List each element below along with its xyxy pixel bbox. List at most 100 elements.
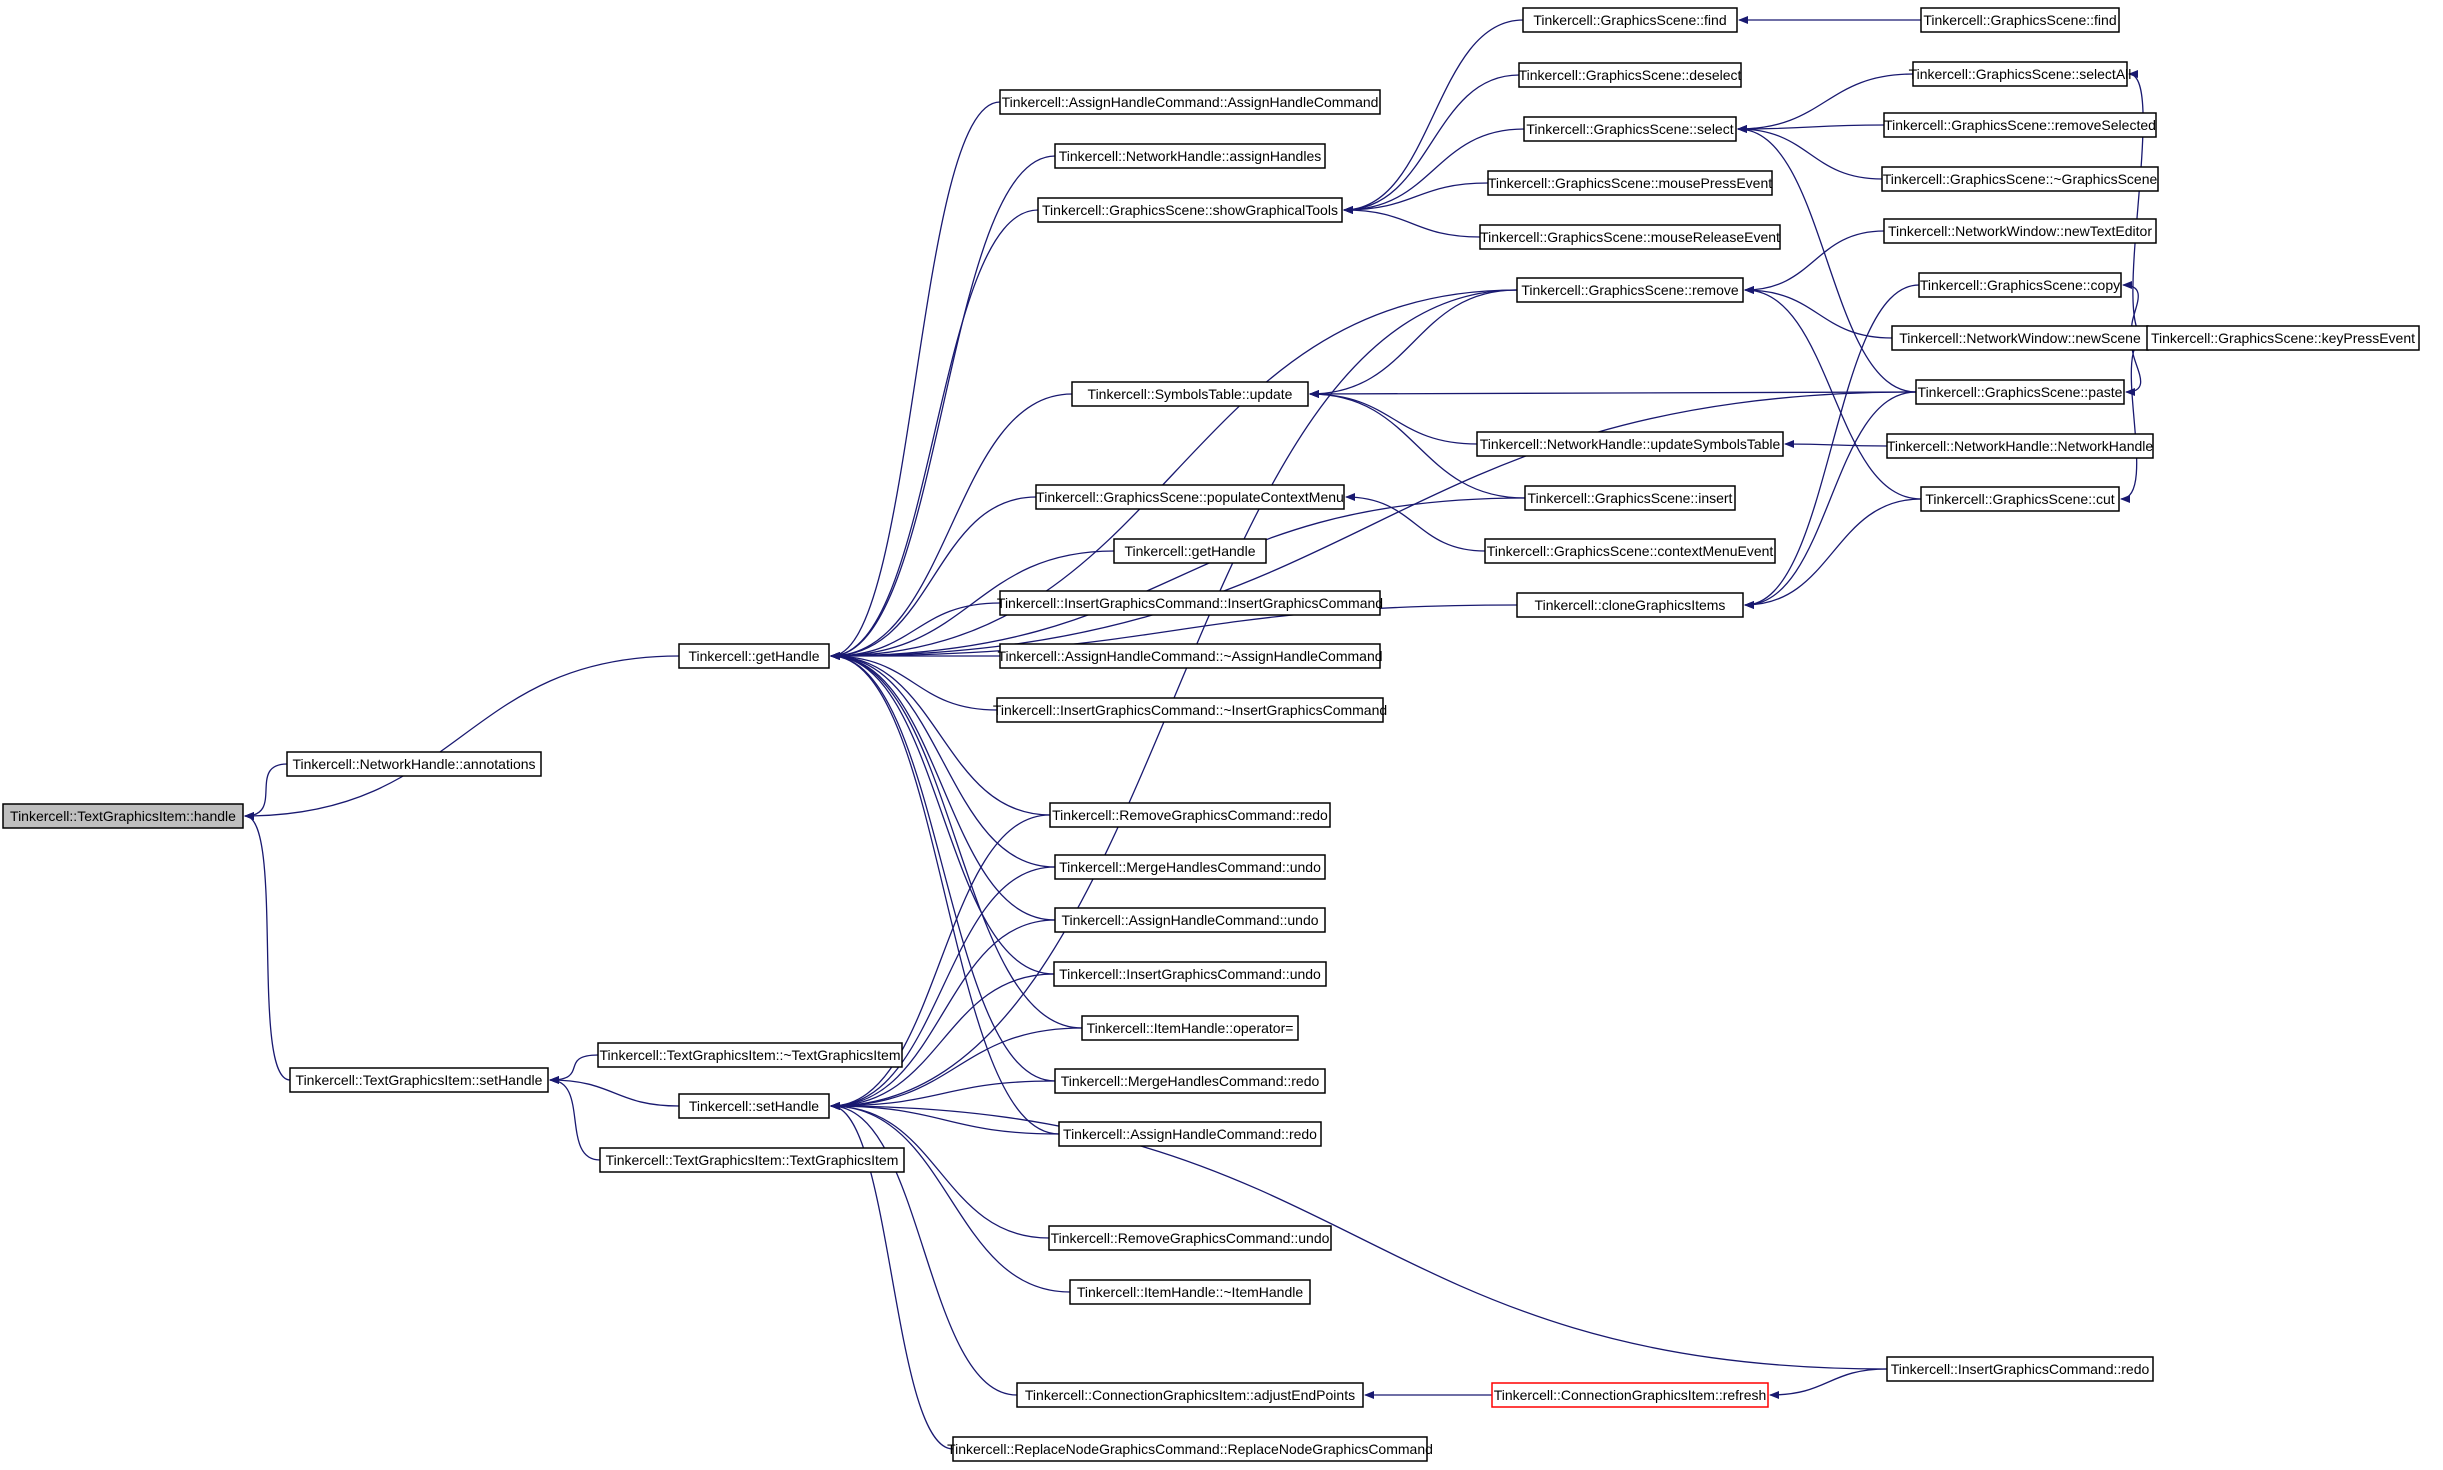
node-tinkercell-connectiongraphicsitem-refresh[interactable]: Tinkercell::ConnectionGraphicsItem::refr… <box>1491 1382 1769 1408</box>
node-tinkercell-graphicsscene-copy[interactable]: Tinkercell::GraphicsScene::copy <box>1918 272 2122 298</box>
node-box[interactable] <box>597 1042 903 1068</box>
node-box[interactable] <box>1479 224 1781 250</box>
node-box[interactable] <box>1918 272 2122 298</box>
node-box[interactable] <box>1881 166 2159 192</box>
node-tinkercell-graphicsscene-graphicsscene[interactable]: Tinkercell::GraphicsScene::~GraphicsScen… <box>1881 166 2159 192</box>
node-tinkercell-removegraphicscommand-redo[interactable]: Tinkercell::RemoveGraphicsCommand::redo <box>1049 802 1331 828</box>
node-box[interactable] <box>2 803 244 829</box>
node-tinkercell-graphicsscene-contextmenuevent[interactable]: Tinkercell::GraphicsScene::contextMenuEv… <box>1484 538 1776 564</box>
node-tinkercell-textgraphicsitem-textgraphicsitem[interactable]: Tinkercell::TextGraphicsItem::TextGraphi… <box>599 1147 905 1173</box>
node-tinkercell-symbolstable-update[interactable]: Tinkercell::SymbolsTable::update <box>1071 381 1309 407</box>
node-box[interactable] <box>1035 484 1345 510</box>
node-tinkercell-itemhandle-operator[interactable]: Tinkercell::ItemHandle::operator= <box>1081 1015 1299 1041</box>
node-box[interactable] <box>2146 325 2420 351</box>
node-tinkercell-textgraphicsitem-sethandle[interactable]: Tinkercell::TextGraphicsItem::setHandle <box>289 1067 549 1093</box>
node-tinkercell-networkhandle-updatesymbolstable[interactable]: Tinkercell::NetworkHandle::updateSymbols… <box>1476 431 1784 457</box>
node-box[interactable] <box>1054 854 1326 880</box>
node-box[interactable] <box>678 1093 830 1119</box>
node-box[interactable] <box>1491 1382 1769 1408</box>
node-box[interactable] <box>1069 1279 1311 1305</box>
node-tinkercell-assignhandlecommand-assignhandlecommand[interactable]: Tinkercell::AssignHandleCommand::AssignH… <box>999 89 1381 115</box>
node-tinkercell-networkhandle-networkhandle[interactable]: Tinkercell::NetworkHandle::NetworkHandle <box>1886 433 2154 459</box>
node-box[interactable] <box>1054 143 1326 169</box>
node-box[interactable] <box>1016 1382 1364 1408</box>
node-box[interactable] <box>1113 538 1267 564</box>
node-tinkercell-insertgraphicscommand-insertgraphicscommand[interactable]: Tinkercell::InsertGraphicsCommand::Inser… <box>997 590 1383 616</box>
node-tinkercell-assignhandlecommand-assignhandlecommand[interactable]: Tinkercell::AssignHandleCommand::~Assign… <box>997 643 1383 669</box>
node-tinkercell-connectiongraphicsitem-adjustendpoints[interactable]: Tinkercell::ConnectionGraphicsItem::adju… <box>1016 1382 1364 1408</box>
node-tinkercell-clonegraphicsitems[interactable]: Tinkercell::cloneGraphicsItems <box>1516 592 1744 618</box>
node-tinkercell-itemhandle-itemhandle[interactable]: Tinkercell::ItemHandle::~ItemHandle <box>1069 1279 1311 1305</box>
node-tinkercell-graphicsscene-remove[interactable]: Tinkercell::GraphicsScene::remove <box>1516 277 1744 303</box>
node-box[interactable] <box>1891 325 2149 351</box>
node-box[interactable] <box>1523 116 1737 142</box>
node-box[interactable] <box>1920 486 2120 512</box>
node-box[interactable] <box>1524 485 1736 511</box>
node-tinkercell-networkwindow-newtexteditor[interactable]: Tinkercell::NetworkWindow::newTextEditor <box>1883 218 2157 244</box>
node-tinkercell-textgraphicsitem-handle[interactable]: Tinkercell::TextGraphicsItem::handle <box>2 803 244 829</box>
node-box[interactable] <box>1518 62 1742 88</box>
node-tinkercell-removegraphicscommand-undo[interactable]: Tinkercell::RemoveGraphicsCommand::undo <box>1048 1225 1332 1251</box>
node-box[interactable] <box>1886 1356 2154 1382</box>
node-box[interactable] <box>1049 802 1331 828</box>
node-tinkercell-assignhandlecommand-undo[interactable]: Tinkercell::AssignHandleCommand::undo <box>1054 907 1326 933</box>
node-box[interactable] <box>286 751 542 777</box>
node-box[interactable] <box>1476 431 1784 457</box>
node-box[interactable] <box>1484 538 1776 564</box>
node-box[interactable] <box>1053 961 1327 987</box>
node-tinkercell-graphicsscene-removeselected[interactable]: Tinkercell::GraphicsScene::removeSelecte… <box>1883 112 2157 138</box>
node-tinkercell-graphicsscene-mousereleaseevent[interactable]: Tinkercell::GraphicsScene::mouseReleaseE… <box>1479 224 1781 250</box>
node-box[interactable] <box>1516 592 1744 618</box>
node-tinkercell-graphicsscene-cut[interactable]: Tinkercell::GraphicsScene::cut <box>1920 486 2120 512</box>
node-box[interactable] <box>1915 379 2125 405</box>
node-tinkercell-graphicsscene-populatecontextmenu[interactable]: Tinkercell::GraphicsScene::populateConte… <box>1035 484 1345 510</box>
node-box[interactable] <box>999 590 1381 616</box>
node-tinkercell-graphicsscene-paste[interactable]: Tinkercell::GraphicsScene::paste <box>1915 379 2125 405</box>
node-tinkercell-insertgraphicscommand-insertgraphicscommand[interactable]: Tinkercell::InsertGraphicsCommand::~Inse… <box>993 697 1387 723</box>
node-box[interactable] <box>1487 170 1773 196</box>
node-box[interactable] <box>1058 1121 1322 1147</box>
node-tinkercell-graphicsscene-deselect[interactable]: Tinkercell::GraphicsScene::deselect <box>1518 62 1742 88</box>
node-box[interactable] <box>1883 112 2157 138</box>
node-tinkercell-sethandle[interactable]: Tinkercell::setHandle <box>678 1093 830 1119</box>
node-box[interactable] <box>1037 197 1343 223</box>
node-tinkercell-networkhandle-assignhandles[interactable]: Tinkercell::NetworkHandle::assignHandles <box>1054 143 1326 169</box>
node-tinkercell-insertgraphicscommand-redo[interactable]: Tinkercell::InsertGraphicsCommand::redo <box>1886 1356 2154 1382</box>
node-box[interactable] <box>999 643 1381 669</box>
node-tinkercell-networkhandle-annotations[interactable]: Tinkercell::NetworkHandle::annotations <box>286 751 542 777</box>
node-box[interactable] <box>1912 61 2128 87</box>
node-tinkercell-graphicsscene-insert[interactable]: Tinkercell::GraphicsScene::insert <box>1524 485 1736 511</box>
node-box[interactable] <box>1920 7 2120 33</box>
node-tinkercell-assignhandlecommand-redo[interactable]: Tinkercell::AssignHandleCommand::redo <box>1058 1121 1322 1147</box>
node-tinkercell-gethandle[interactable]: Tinkercell::getHandle <box>1113 538 1267 564</box>
node-tinkercell-graphicsscene-find[interactable]: Tinkercell::GraphicsScene::find <box>1920 7 2120 33</box>
node-box[interactable] <box>999 89 1381 115</box>
node-box[interactable] <box>1522 7 1738 33</box>
node-tinkercell-graphicsscene-keypressevent[interactable]: Tinkercell::GraphicsScene::keyPressEvent <box>2146 325 2420 351</box>
node-tinkercell-graphicsscene-selectall[interactable]: Tinkercell::GraphicsScene::selectAll <box>1909 61 2132 87</box>
node-box[interactable] <box>952 1436 1428 1462</box>
node-tinkercell-graphicsscene-find[interactable]: Tinkercell::GraphicsScene::find <box>1522 7 1738 33</box>
node-box[interactable] <box>599 1147 905 1173</box>
node-box[interactable] <box>1883 218 2157 244</box>
node-box[interactable] <box>996 697 1384 723</box>
node-tinkercell-graphicsscene-mousepressevent[interactable]: Tinkercell::GraphicsScene::mousePressEve… <box>1487 170 1773 196</box>
node-box[interactable] <box>1516 277 1744 303</box>
node-box[interactable] <box>289 1067 549 1093</box>
node-box[interactable] <box>678 643 830 669</box>
node-tinkercell-graphicsscene-showgraphicaltools[interactable]: Tinkercell::GraphicsScene::showGraphical… <box>1037 197 1343 223</box>
node-box[interactable] <box>1886 433 2154 459</box>
node-box[interactable] <box>1081 1015 1299 1041</box>
node-tinkercell-networkwindow-newscene[interactable]: Tinkercell::NetworkWindow::newScene <box>1891 325 2149 351</box>
node-tinkercell-textgraphicsitem-textgraphicsitem[interactable]: Tinkercell::TextGraphicsItem::~TextGraph… <box>597 1042 903 1068</box>
node-tinkercell-graphicsscene-select[interactable]: Tinkercell::GraphicsScene::select <box>1523 116 1737 142</box>
node-tinkercell-gethandle[interactable]: Tinkercell::getHandle <box>678 643 830 669</box>
node-tinkercell-mergehandlescommand-undo[interactable]: Tinkercell::MergeHandlesCommand::undo <box>1054 854 1326 880</box>
node-box[interactable] <box>1071 381 1309 407</box>
node-tinkercell-mergehandlescommand-redo[interactable]: Tinkercell::MergeHandlesCommand::redo <box>1054 1068 1326 1094</box>
node-box[interactable] <box>1054 907 1326 933</box>
node-box[interactable] <box>1054 1068 1326 1094</box>
node-box[interactable] <box>1048 1225 1332 1251</box>
node-tinkercell-replacenodegraphicscommand-replacenodegraphicscommand[interactable]: Tinkercell::ReplaceNodeGraphicsCommand::… <box>947 1436 1433 1462</box>
node-tinkercell-insertgraphicscommand-undo[interactable]: Tinkercell::InsertGraphicsCommand::undo <box>1053 961 1327 987</box>
